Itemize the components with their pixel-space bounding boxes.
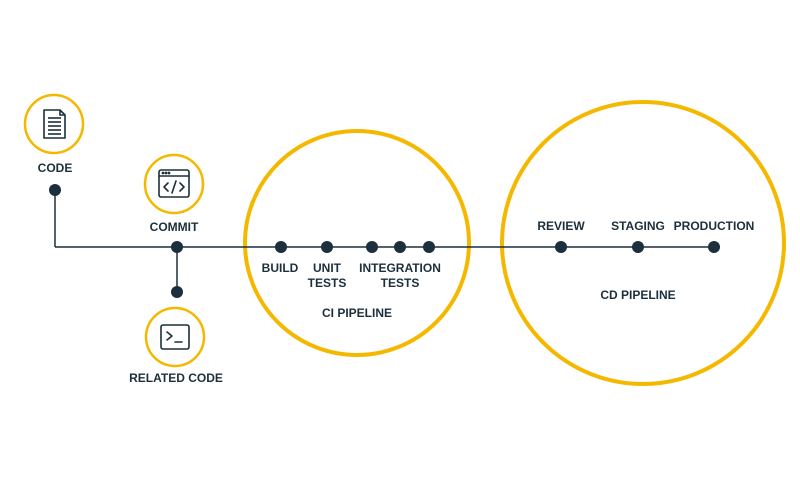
code-dot — [49, 184, 61, 196]
integration-tests-label-line2: TESTS — [381, 276, 420, 290]
code-node — [23, 93, 85, 155]
timeline-dots — [49, 184, 720, 298]
build-dot — [275, 241, 287, 253]
code-window-icon — [158, 169, 190, 198]
integration-dot-2 — [394, 241, 406, 253]
cd-pipeline-circle — [500, 100, 786, 386]
unit-tests-dot — [321, 241, 333, 253]
commit-node — [143, 153, 205, 215]
unit-tests-label-line1: UNIT — [313, 261, 342, 275]
cd-pipeline-label: CD PIPELINE — [600, 288, 675, 302]
related-code-label: RELATED CODE — [129, 371, 223, 385]
terminal-icon — [160, 324, 190, 350]
connector-lines — [54, 190, 714, 292]
code-label: CODE — [38, 161, 73, 175]
staging-label: STAGING — [611, 219, 665, 233]
document-icon — [43, 109, 66, 139]
build-label: BUILD — [262, 261, 299, 275]
integration-dot-3 — [423, 241, 435, 253]
integration-dot-1 — [366, 241, 378, 253]
ci-pipeline-circle — [243, 129, 471, 357]
integration-tests-label-line1: INTEGRATION — [359, 261, 441, 275]
unit-tests-label-line2: TESTS — [308, 276, 347, 290]
staging-dot — [632, 241, 644, 253]
review-label: REVIEW — [537, 219, 585, 233]
production-label: PRODUCTION — [674, 219, 755, 233]
production-dot — [708, 241, 720, 253]
review-dot — [555, 241, 567, 253]
related-code-node — [144, 306, 206, 368]
commit-icon-circle — [143, 153, 205, 215]
related-code-icon-circle — [144, 306, 206, 368]
commit-label: COMMIT — [150, 220, 199, 234]
commit-dot — [171, 241, 183, 253]
code-icon-circle — [23, 93, 85, 155]
related-code-dot — [171, 286, 183, 298]
ci-pipeline-label: CI PIPELINE — [322, 306, 392, 320]
